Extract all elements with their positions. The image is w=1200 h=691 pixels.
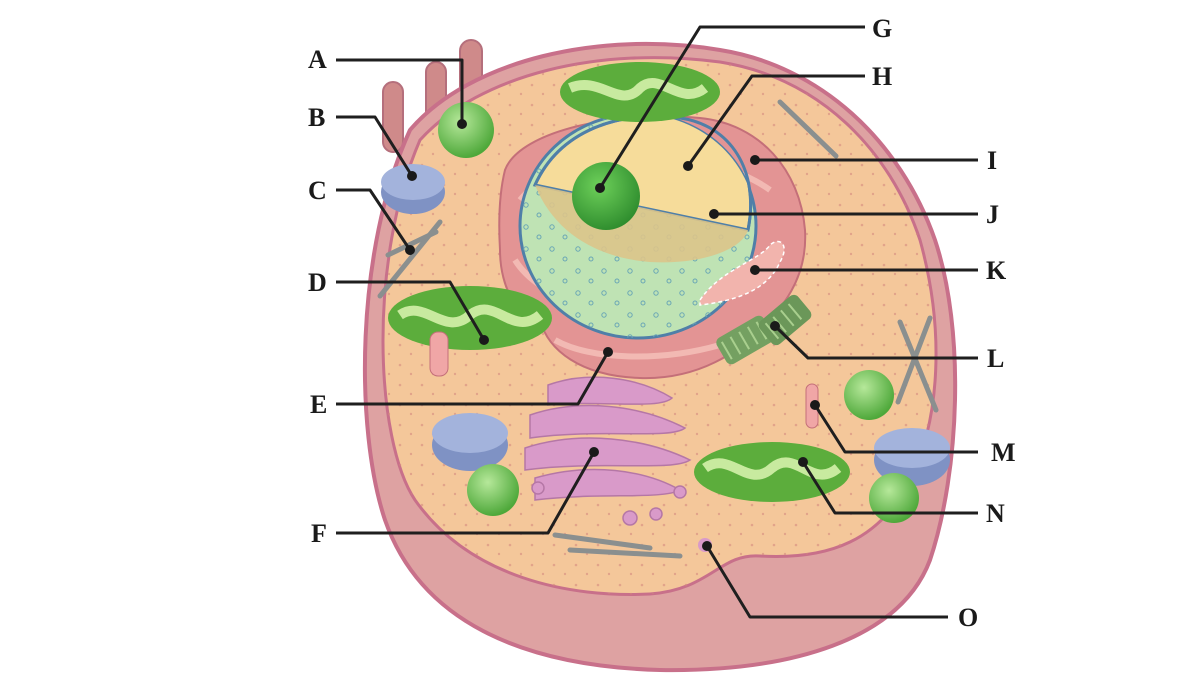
label-C: C <box>308 176 327 205</box>
golgi-apparatus <box>524 376 692 526</box>
lysosomes <box>381 164 950 486</box>
leader-M <box>813 404 978 454</box>
leader-L <box>773 324 978 360</box>
leader-lines <box>336 25 978 619</box>
label-K: K <box>986 256 1007 285</box>
nucleus <box>518 112 758 340</box>
label-O: O <box>958 603 978 632</box>
polyribosomes <box>429 331 819 429</box>
cytoskeleton <box>377 99 939 559</box>
lysosome-lower-left <box>432 413 508 471</box>
label-M: M <box>991 438 1016 467</box>
label-B: B <box>308 103 325 132</box>
vesicle-A <box>438 102 494 158</box>
leader-C <box>336 188 412 251</box>
label-A: A <box>308 45 327 74</box>
leader-N <box>801 461 978 515</box>
leader-A <box>336 58 464 124</box>
smooth-er <box>699 240 785 306</box>
mitochondrion-top <box>560 62 720 122</box>
leader-E <box>336 351 610 406</box>
vesicles <box>438 102 919 523</box>
lysosome-upper-left <box>381 164 445 214</box>
label-I: I <box>987 146 997 175</box>
leader-H <box>686 74 865 167</box>
label-D: D <box>308 268 327 297</box>
label-L: L <box>987 344 1004 373</box>
label-E: E <box>310 390 327 419</box>
mitochondrion-right <box>694 442 850 502</box>
label-H: H <box>872 62 892 91</box>
label-N: N <box>986 499 1005 528</box>
label-F: F <box>311 519 327 548</box>
leader-B <box>336 115 414 177</box>
leader-F <box>336 451 596 535</box>
leader-G <box>598 25 865 189</box>
labels: A B C D E F G H I J K L M N O <box>308 14 1016 632</box>
lysosome-right <box>874 428 950 486</box>
centrioles <box>716 294 812 365</box>
leader-O <box>705 545 948 619</box>
mitochondria <box>388 62 850 502</box>
label-G: G <box>872 14 892 43</box>
label-J: J <box>986 200 999 229</box>
nucleolus <box>572 162 640 230</box>
leader-D <box>336 280 486 341</box>
